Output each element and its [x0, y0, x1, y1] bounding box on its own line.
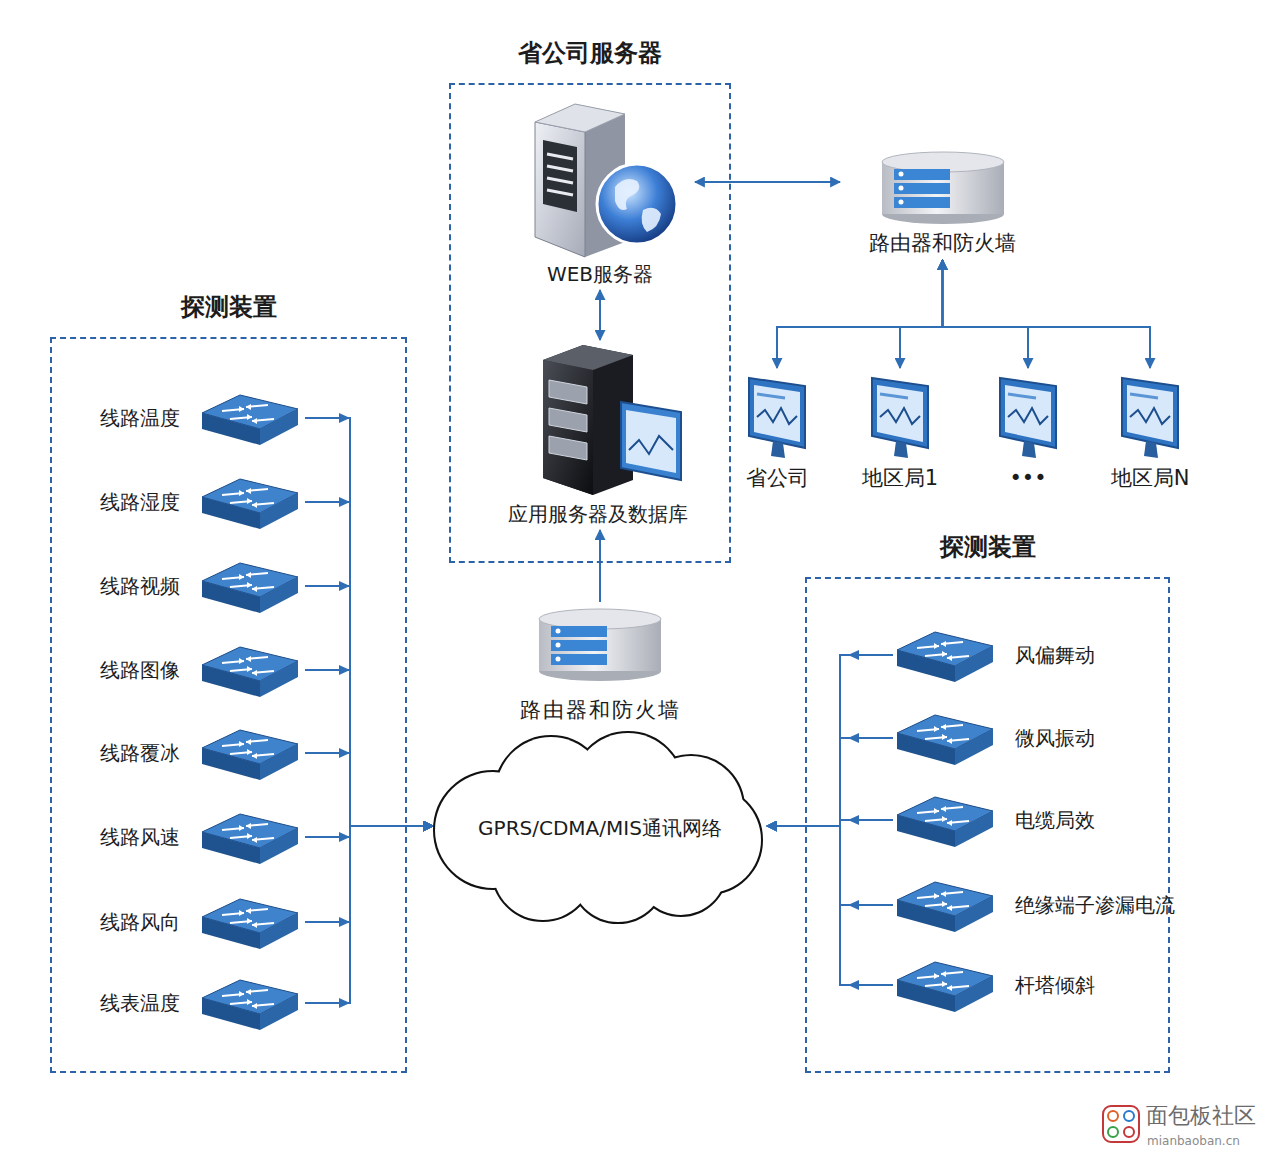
monitor-icon: [996, 372, 1060, 460]
connector-arrow: [943, 260, 1029, 368]
group-box: 风偏舞动微风振动电缆局效绝缘端子渗漏电流杆塔倾斜探测装置: [805, 577, 1170, 1073]
monitor-icon: [868, 372, 932, 460]
monitor-icon: [1118, 372, 1182, 460]
terminal-node: 地区局N: [1090, 368, 1210, 495]
sensor-node: 线路覆冰: [95, 723, 305, 783]
sensor-node: 线路风向: [95, 892, 305, 952]
connector-arrow: [305, 826, 433, 837]
connector-arrow: [305, 826, 433, 922]
node-label: 线路视频: [100, 574, 180, 598]
sensor-node: 风偏舞动: [893, 625, 1190, 685]
node-label: 线表温度: [100, 991, 180, 1015]
connector-arrow: [900, 260, 943, 368]
node-label: 路由器和防火墙: [520, 698, 681, 723]
node-label: 地区局N: [1111, 466, 1190, 491]
connector-arrow: [767, 655, 893, 826]
router-icon: [880, 150, 1006, 226]
node-label: 微风振动: [1015, 726, 1095, 750]
switch-icon: [200, 810, 300, 866]
sensor-node: 线表温度: [95, 973, 305, 1033]
monitor-icon: [745, 372, 809, 460]
sensor-node: 线路视频: [95, 556, 305, 616]
terminal-node: 地区局1: [840, 368, 960, 495]
switch-icon: [200, 895, 300, 951]
node-label: 绝缘端子渗漏电流: [1015, 893, 1175, 917]
connector-arrow: [305, 753, 433, 826]
node-label: 电缆局效: [1015, 808, 1095, 832]
switch-icon: [895, 878, 995, 934]
connector-arrow: [305, 670, 433, 826]
switch-icon: [895, 793, 995, 849]
group-title: 探测装置: [807, 531, 1168, 563]
node-label: 地区局1: [862, 466, 938, 491]
node-label: 线路风速: [100, 825, 180, 849]
switch-icon: [200, 559, 300, 615]
network-cloud: GPRS/CDMA/MIS通讯网络: [433, 730, 767, 925]
connector-arrow: [695, 181, 840, 183]
node-label: 应用服务器及数据库: [508, 502, 688, 526]
node-label: 省公司: [746, 466, 809, 491]
switch-icon: [200, 475, 300, 531]
terminal-node: •••: [968, 368, 1088, 495]
switch-icon: [200, 643, 300, 699]
node-label: 线路覆冰: [100, 741, 180, 765]
sensor-node: 线路图像: [95, 640, 305, 700]
node-label: 线路湿度: [100, 490, 180, 514]
group-box: WEB服务器应用服务器及数据库省公司服务器: [449, 83, 731, 563]
node-label: 线路温度: [100, 406, 180, 430]
group-title: 省公司服务器: [451, 37, 729, 69]
terminal-node: 省公司: [717, 368, 837, 495]
router-node: 路由器和防火墙: [840, 145, 1045, 260]
server-node: 应用服务器及数据库: [475, 340, 720, 530]
sensor-node: 电缆局效: [893, 790, 1190, 850]
node-label: 路由器和防火墙: [869, 231, 1016, 256]
watermark-logo: [1103, 1106, 1139, 1142]
switch-icon: [200, 976, 300, 1032]
node-label: 线路图像: [100, 658, 180, 682]
connector-arrow: [305, 502, 433, 826]
sensor-node: 绝缘端子渗漏电流: [893, 875, 1190, 935]
switch-icon: [200, 391, 300, 447]
connector-arrow: [305, 586, 433, 826]
node-label: 杆塔倾斜: [1015, 973, 1095, 997]
connector-arrow: [777, 260, 943, 368]
node-label: WEB服务器: [547, 262, 653, 286]
node-label: GPRS/CDMA/MIS通讯网络: [478, 816, 722, 840]
connector-arrow: [767, 826, 893, 905]
node-label: 线路风向: [100, 910, 180, 934]
router-icon: [537, 607, 663, 683]
connector-arrow: [305, 826, 433, 1003]
web-server-icon: [515, 92, 685, 260]
connector-arrow: [599, 290, 601, 340]
server-node: WEB服务器: [505, 92, 695, 290]
switch-icon: [200, 726, 300, 782]
app-server-icon: [503, 340, 693, 498]
sensor-node: 杆塔倾斜: [893, 955, 1190, 1015]
connector-arrow: [943, 260, 1151, 368]
sensor-node: 线路温度: [95, 388, 305, 448]
watermark-text: mianbaoban.cn: [1147, 1134, 1240, 1148]
group-box: 线路温度线路湿度线路视频线路图像线路覆冰线路风速线路风向线表温度探测装置: [50, 337, 407, 1073]
connector-arrow: [599, 530, 601, 602]
sensor-node: 线路风速: [95, 807, 305, 867]
switch-icon: [895, 958, 995, 1014]
connector-arrow: [305, 418, 433, 826]
sensor-node: 线路湿度: [95, 472, 305, 532]
group-title: 探测装置: [52, 291, 405, 323]
watermark-text: 面包板社区: [1146, 1101, 1256, 1131]
connector-arrow: [767, 826, 893, 985]
switch-icon: [895, 711, 995, 767]
switch-icon: [895, 628, 995, 684]
connector-arrow: [767, 738, 893, 826]
node-label: •••: [1009, 466, 1046, 491]
router-node: 路由器和防火墙: [495, 602, 705, 727]
node-label: 风偏舞动: [1015, 643, 1095, 667]
sensor-node: 微风振动: [893, 708, 1190, 768]
